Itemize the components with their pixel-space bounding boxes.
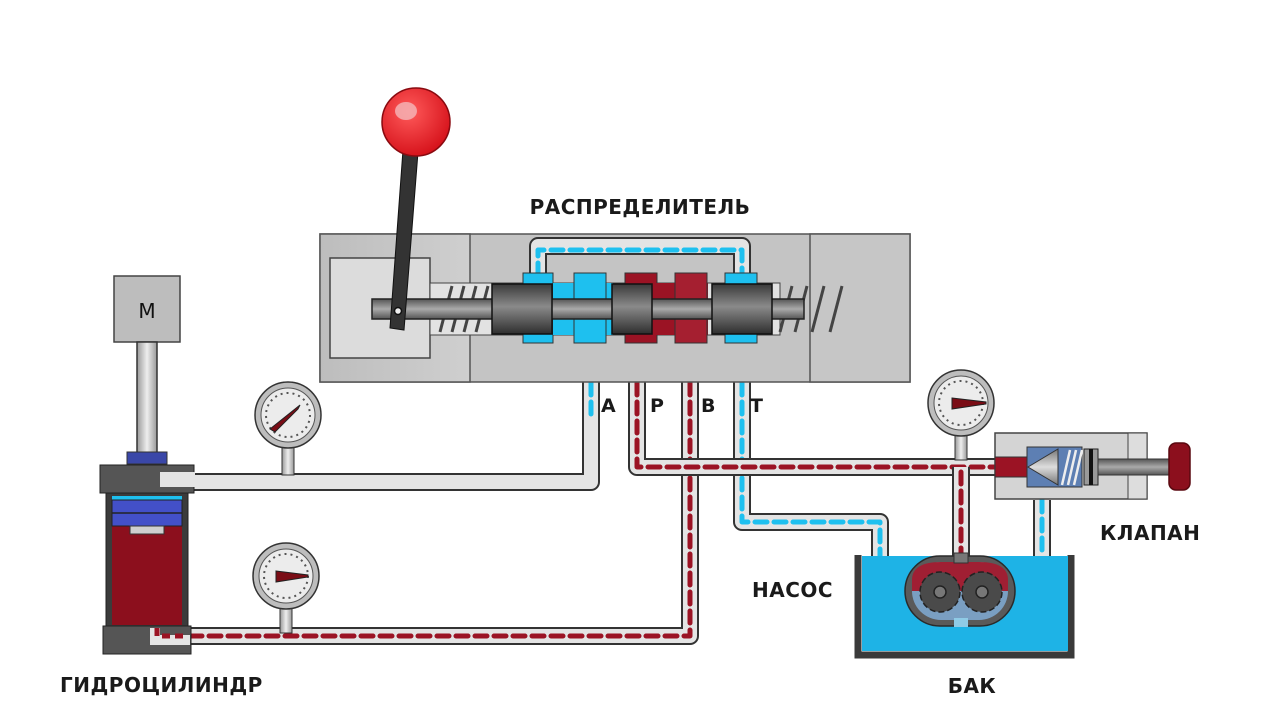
gauge-needle-icon — [275, 570, 309, 583]
distributor: РАСПРЕДЕЛИТЕЛЬ — [319, 87, 911, 383]
tank-label: БАК — [948, 674, 997, 698]
pipe-b-flow — [157, 342, 693, 639]
relief-valve: КЛАПАН — [994, 432, 1200, 545]
valve-label: КЛАПАН — [1100, 521, 1200, 545]
tank-walls — [854, 555, 1075, 659]
pipe-p-flow — [634, 342, 998, 470]
gauge-needle-icon — [269, 404, 301, 433]
pressure-gauge-a — [254, 381, 322, 476]
gear-right-icon — [961, 571, 1003, 613]
gear-pump — [904, 552, 1016, 627]
pressure-gauge-pump — [927, 369, 995, 461]
port-label-a: A — [601, 395, 616, 417]
cylinder-label: ГИДРОЦИЛИНДР — [60, 673, 263, 697]
internal-return-flow — [535, 247, 745, 278]
motor-box — [113, 275, 181, 343]
spool-land-1 — [491, 283, 553, 335]
port-label-t: T — [750, 395, 763, 417]
valve-adjust-knob — [1168, 442, 1191, 491]
valve-cone — [1027, 448, 1059, 486]
distributor-label: РАСПРЕДЕЛИТЕЛЬ — [530, 195, 751, 219]
pressure-gauge-b — [252, 542, 320, 634]
pump-label: НАСОС — [752, 578, 833, 602]
lever-knob — [381, 87, 451, 157]
spool-rod — [371, 298, 805, 320]
spool-land-2 — [611, 283, 653, 335]
gauge-needle-icon — [951, 397, 987, 410]
port-label-p: P — [650, 395, 664, 417]
spool-land-3 — [711, 283, 773, 335]
pipe-t-flow — [739, 342, 883, 563]
port-label-b: B — [701, 395, 715, 417]
cylinder-fluid — [112, 525, 182, 625]
gear-left-icon — [919, 571, 961, 613]
motor-label: M — [138, 299, 155, 323]
pipes — [157, 342, 1051, 645]
hydraulic-cylinder: M ГИДРОЦИЛИНДР — [60, 275, 263, 697]
